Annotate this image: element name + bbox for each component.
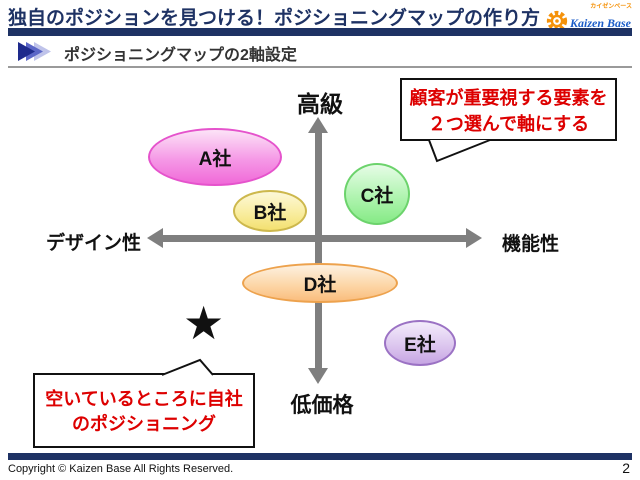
kaizen-base-logo: カイゼンベース Kaizen Base — [546, 1, 632, 37]
section-heading: ポジショニングマップの2軸設定 — [64, 47, 297, 64]
arrowhead-left-icon — [147, 228, 163, 248]
logo-katakana-label: カイゼンベース — [590, 4, 632, 10]
callout-text-line: ２つ選んで軸にする — [427, 114, 590, 134]
callout-text-line: 空いているところに自社 — [45, 389, 243, 409]
company-label: C社 — [360, 185, 394, 207]
callout-text-line: 顧客が重要視する要素を — [409, 88, 608, 108]
page-number: 2 — [622, 460, 630, 476]
company-label: D社 — [303, 274, 337, 296]
footer-bar — [8, 453, 632, 460]
callout-tail — [161, 358, 214, 376]
axis-label-bottom: 低価格 — [290, 394, 354, 417]
section-divider — [8, 66, 632, 68]
gear-icon — [546, 10, 568, 37]
company-label: B社 — [253, 202, 287, 224]
callout-tail — [428, 139, 491, 163]
axis-label-left: デザイン性 — [46, 233, 142, 254]
company-ellipse-e: E社 — [384, 320, 456, 366]
callout-text-line: のポジショニング — [72, 414, 216, 434]
arrowhead-right-icon — [466, 228, 482, 248]
vertical-axis — [315, 130, 322, 372]
page-title: 独自のポジションを見つける！ポジショニングマップの作り方 — [8, 8, 541, 29]
callout-axis-note: 顧客が重要視する要素を ２つ選んで軸にする — [400, 78, 617, 141]
arrowhead-up-icon — [308, 117, 328, 133]
company-ellipse-a: A社 — [148, 128, 282, 186]
axis-label-top: 高級 — [297, 91, 343, 117]
horizontal-axis — [162, 235, 468, 242]
axis-label-right: 機能性 — [502, 234, 560, 255]
callout-star-note: 空いているところに自社 のポジショニング — [33, 373, 255, 448]
company-ellipse-b: B社 — [233, 190, 307, 232]
company-ellipse-d: D社 — [242, 263, 398, 303]
company-label: E社 — [404, 334, 436, 356]
section-chevrons-icon — [18, 42, 51, 61]
title-underline-bar — [8, 28, 632, 36]
copyright-text: Copyright © Kaizen Base All Rights Reser… — [8, 463, 234, 475]
star-icon: ★ — [183, 297, 225, 349]
company-ellipse-c: C社 — [344, 163, 410, 225]
logo-brand-label: Kaizen Base — [570, 16, 632, 30]
arrowhead-down-icon — [308, 368, 328, 384]
company-label: A社 — [198, 148, 232, 170]
